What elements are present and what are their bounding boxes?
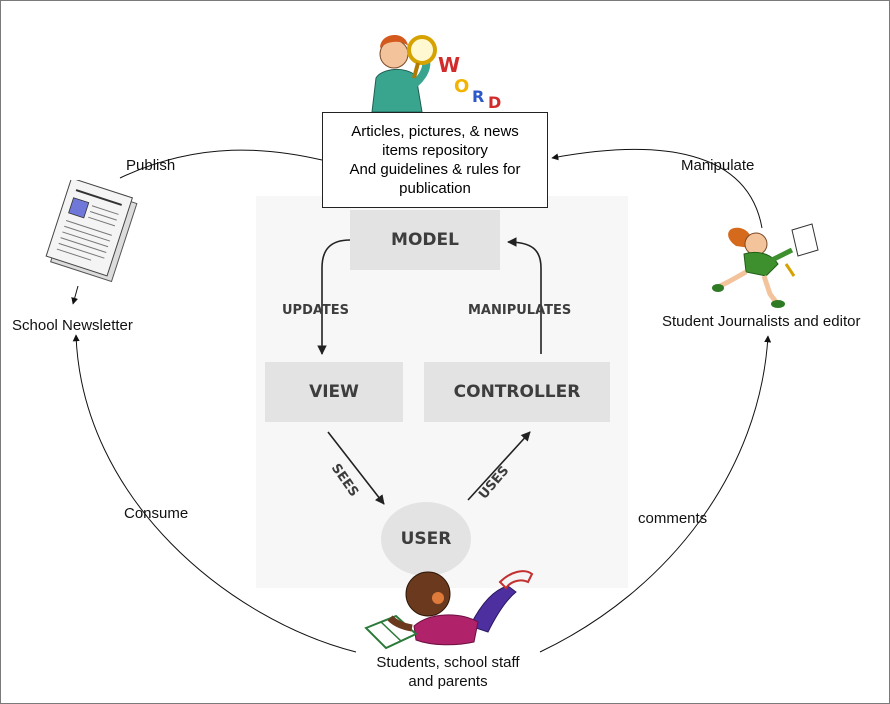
view-label: VIEW [309, 382, 359, 402]
publish-label: Publish [126, 157, 176, 174]
repository-line-4: publication [399, 180, 471, 197]
updates-label: UPDATES [282, 303, 350, 318]
consume-label: Consume [124, 505, 189, 522]
comments-connector [539, 335, 772, 653]
manipulate-connector [551, 149, 763, 229]
audience-line-1: Students, school staff [376, 654, 520, 671]
manipulates-label: MANIPULATES [468, 303, 572, 318]
model-label: MODEL [391, 230, 459, 250]
model-box: MODEL [350, 210, 500, 270]
controller-label: CONTROLLER [453, 382, 581, 402]
word-letter-w: W [438, 53, 460, 77]
word-letter-d: D [488, 93, 501, 112]
sees-arrow [327, 431, 385, 505]
word-letter-r: R [472, 87, 484, 106]
newsletter-arrow [71, 285, 79, 305]
uses-arrow [467, 431, 531, 501]
student-journalists-label: Student Journalists and editor [662, 313, 861, 330]
user-circle: USER [381, 502, 471, 576]
audience-line-2: and parents [408, 673, 488, 690]
updates-arrow [317, 239, 351, 355]
publish-connector [119, 149, 323, 179]
comments-label: comments [638, 510, 708, 527]
reporter-magnifier-clipart: W O R D [371, 34, 501, 112]
view-box: VIEW [265, 362, 403, 422]
reading-student-clipart [364, 570, 534, 650]
school-newsletter-label: School Newsletter [12, 317, 133, 334]
running-journalist-clipart [712, 223, 819, 308]
repository-line-2: items repository [382, 142, 488, 159]
repository-line-3: And guidelines & rules for [349, 161, 521, 178]
consume-connector [72, 334, 357, 653]
user-label: USER [400, 529, 452, 549]
controller-box: CONTROLLER [424, 362, 610, 422]
repository-line-1: Articles, pictures, & news [351, 123, 519, 140]
repository-box: Articles, pictures, & news items reposit… [322, 112, 548, 208]
manipulate-label: Manipulate [681, 157, 755, 174]
audience-label: Students, school staff and parents [358, 653, 538, 691]
manipulates-arrow [507, 237, 542, 354]
word-letter-o: O [454, 76, 469, 97]
newspaper-clipart [45, 180, 138, 283]
